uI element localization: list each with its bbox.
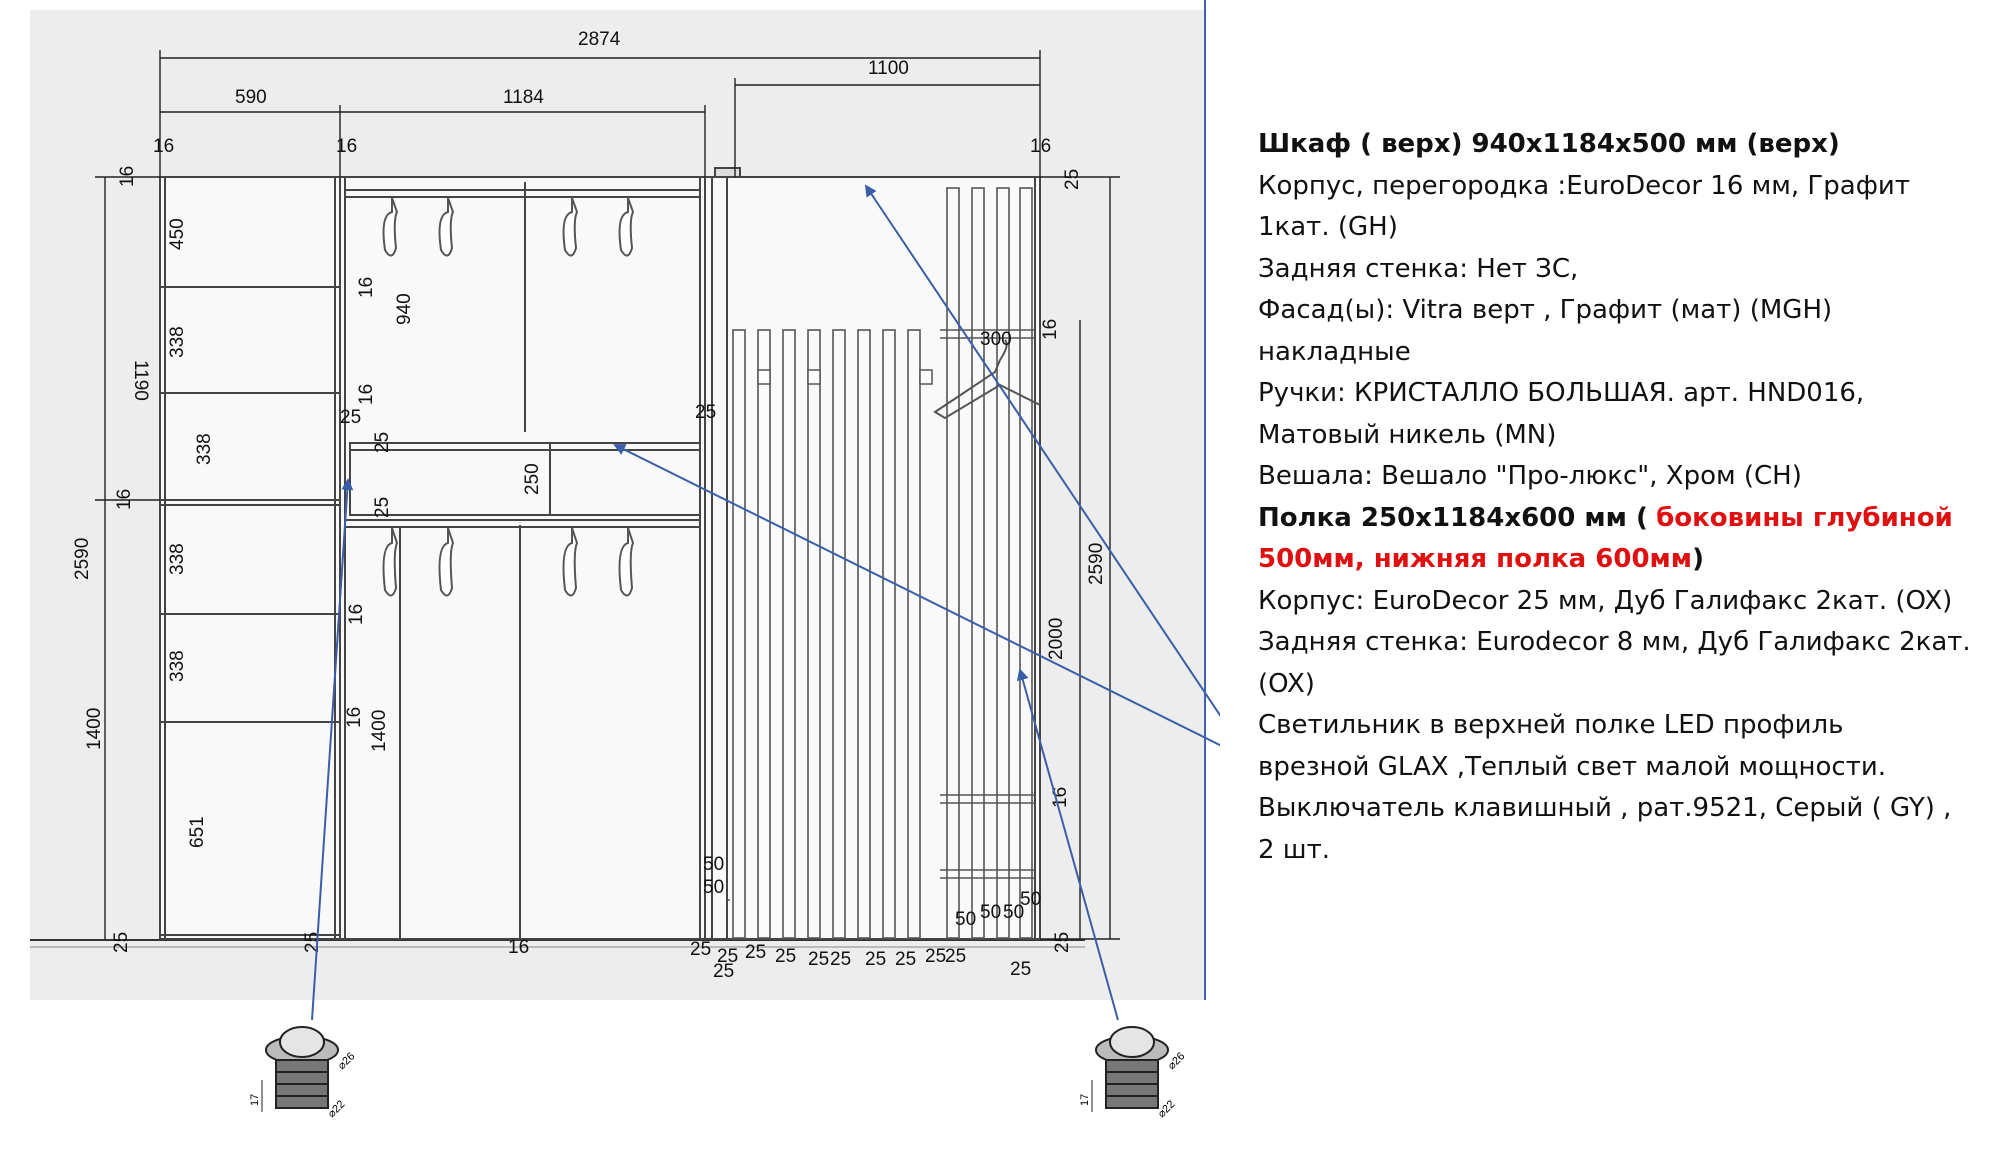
coat-hanger <box>933 339 1041 420</box>
svg-text:25: 25 <box>713 961 734 982</box>
svg-text:25: 25 <box>945 946 966 967</box>
shelf-specs: Корпус: EuroDecor 25 мм, Дуб Галифакс 2к… <box>1258 581 1998 872</box>
specification-text: Шкаф ( верх) 940х1184х500 мм (верх) Корп… <box>1258 124 1998 871</box>
dim-25-left-mid2: 25 <box>372 497 393 518</box>
svg-text:25: 25 <box>895 949 916 970</box>
dim-338-c: 338 <box>167 543 188 575</box>
dim-50-a: 50 <box>703 854 724 875</box>
dim-338-b: 338 <box>194 433 215 465</box>
dim-25-left-mid: 25 <box>372 432 393 453</box>
dim-16-top-mid: 16 <box>336 136 357 157</box>
led-switch-detail-right: 17 ⌀26 ⌀22 <box>1079 1026 1188 1120</box>
dim-651: 651 <box>187 816 208 848</box>
hangers-bottom <box>382 527 635 597</box>
dim-338-a: 338 <box>167 326 188 358</box>
led-switch-detail-left: 17 ⌀26 ⌀22 <box>249 1026 358 1120</box>
left-section <box>159 176 341 940</box>
dim-338-d: 338 <box>167 650 188 682</box>
dim-25-floor-mid: 25 <box>302 932 323 953</box>
cabinet-spec-line: Фасад(ы): Vitra верт , Графит (мат) (MGH… <box>1258 295 1833 325</box>
cabinet-spec-line: Матовый никель (MN) <box>1258 419 1557 450</box>
svg-text:25: 25 <box>1010 959 1031 980</box>
svg-text:⌀26: ⌀26 <box>336 1050 358 1072</box>
dim-16-left-top: 16 <box>117 166 138 187</box>
dim-25-mid-right: 25 <box>695 402 716 423</box>
cabinet-spec-line: Корпус, перегородка :EuroDecor 16 мм, Гр… <box>1258 170 1910 201</box>
svg-text:25: 25 <box>830 949 851 970</box>
wardrobe-drawing: 2874 590 1184 1100 16 16 16 25 300 25 25… <box>30 0 1220 1120</box>
cabinet-spec-line: Задняя стенка: Нет ЗС, <box>1258 253 1579 284</box>
dim-1190: 1190 <box>130 360 151 401</box>
callout-arrows <box>311 184 1220 1021</box>
dim-50-d: 50 <box>980 902 1001 923</box>
cabinet-spec-line: накладные <box>1258 336 1411 367</box>
dim-2000: 2000 <box>1046 618 1067 660</box>
dim-16-right-b: 16 <box>1050 787 1071 808</box>
shelf-spec-line: врезной GLAX ,Теплый свет малой мощности… <box>1258 751 1887 782</box>
shelf-spec-line: 2 шт. <box>1258 834 1331 865</box>
dim-590: 590 <box>235 87 267 108</box>
shelf-spec-line: Выключатель клавишный , рат.9521, Серый … <box>1258 793 1952 823</box>
dim-16-mid-a: 16 <box>356 277 377 298</box>
hangers-top <box>382 197 635 257</box>
dim-16-top-right: 16 <box>1030 136 1051 157</box>
slats <box>732 187 1033 939</box>
dim-50-c: 50 <box>955 909 976 930</box>
shelf-spec-line: Задняя стенка: Eurodecor 8 мм, Дуб Галиф… <box>1258 627 1971 657</box>
dim-25-floor-left: 25 <box>111 932 132 953</box>
svg-text:17: 17 <box>1079 1094 1091 1106</box>
dim-total-width: 2874 <box>578 29 621 50</box>
horizontal-rails <box>727 329 1035 901</box>
dim-50-e: 50 <box>1003 902 1024 923</box>
dim-1100: 1100 <box>868 58 909 79</box>
svg-text:⌀26: ⌀26 <box>1166 1050 1188 1072</box>
dim-50-b: 50 <box>703 877 724 898</box>
dim-25-mid-left: 25 <box>340 407 361 428</box>
cabinet-spec-line: Вешала: Вешало "Про-люкс", Хром (CH) <box>1258 461 1802 491</box>
dimension-lines <box>95 50 1120 940</box>
hooks <box>757 369 933 385</box>
middle-section <box>339 176 706 940</box>
dim-2590-left: 2590 <box>72 538 93 580</box>
dim-25-floor-right: 25 <box>1052 932 1073 953</box>
svg-text:25: 25 <box>690 939 711 960</box>
dim-16-mid-b: 16 <box>356 384 377 405</box>
dim-25-top-right: 25 <box>1062 169 1083 190</box>
dim-16-mid-d: 16 <box>344 707 365 728</box>
dim-2590-right: 2590 <box>1086 543 1107 585</box>
shelf-spec-line: (OX) <box>1258 668 1315 699</box>
cabinet-specs: Корпус, перегородка :EuroDecor 16 мм, Гр… <box>1258 166 1998 498</box>
dim-16-top-left: 16 <box>153 136 174 157</box>
dim-450: 450 <box>167 218 188 250</box>
shelf-title: Полка 250х1184х600 мм ( боковины глубино… <box>1258 502 1953 575</box>
dim-250: 250 <box>522 463 543 495</box>
dim-50-f: 50 <box>1020 889 1041 910</box>
dim-16-right-a: 16 <box>1040 319 1061 340</box>
svg-text:25: 25 <box>925 946 946 967</box>
dim-1184: 1184 <box>503 87 544 108</box>
cabinet-spec-line: Ручки: КРИСТАЛЛО БОЛЬШАЯ. арт. HND016, <box>1258 378 1865 408</box>
bottom-dims-25: 25 25 25 25 25 25 25 25 25 25 25 25 <box>690 939 1031 982</box>
dim-16-left-mid: 16 <box>114 489 135 510</box>
svg-text:25: 25 <box>775 946 796 967</box>
dim-1400-mid: 1400 <box>369 710 390 752</box>
svg-text:17: 17 <box>249 1094 261 1106</box>
dim-16-mid-c: 16 <box>346 604 367 625</box>
dim-16-bottom: 16 <box>508 937 529 958</box>
svg-text:25: 25 <box>745 942 766 963</box>
dim-1400-left: 1400 <box>84 708 105 750</box>
svg-text:25: 25 <box>717 946 738 967</box>
cabinet-spec-line: 1кат. (GH) <box>1258 212 1398 242</box>
dim-300: 300 <box>980 329 1012 350</box>
shelf-spec-line: Светильник в верхней полке LED профиль <box>1258 710 1844 740</box>
svg-text:25: 25 <box>865 949 886 970</box>
svg-text:25: 25 <box>808 949 829 970</box>
shelf-spec-line: Корпус: EuroDecor 25 мм, Дуб Галифакс 2к… <box>1258 585 1953 616</box>
dim-940: 940 <box>394 293 415 325</box>
cabinet-title: Шкаф ( верх) 940х1184х500 мм (верх) <box>1258 129 1840 159</box>
right-section <box>704 167 1041 940</box>
